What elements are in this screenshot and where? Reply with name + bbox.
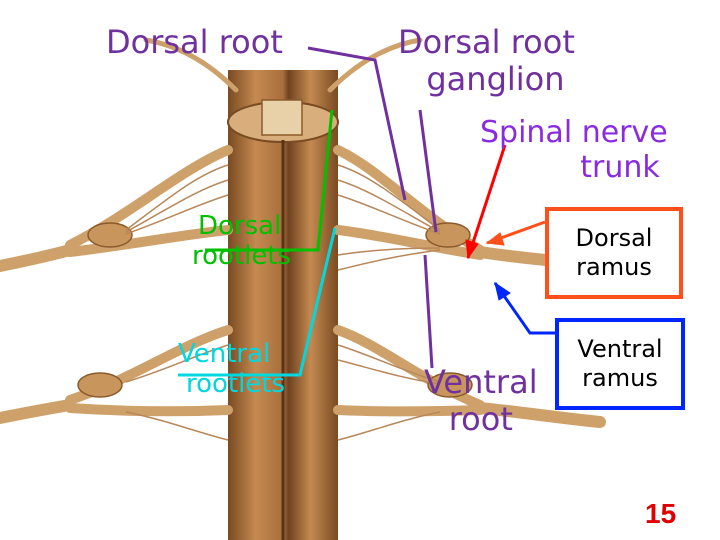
dorsal-rootlets-label: Dorsal rootlets	[192, 211, 292, 272]
dorsal-rootlets-line-2: rootlets	[192, 240, 292, 271]
ventral-rootlets-line-1: Ventral	[178, 339, 271, 369]
ganglion-leader	[418, 109, 438, 233]
ventral-rootlets-leader	[178, 227, 337, 377]
ventral-root-leader	[423, 254, 434, 369]
ventral-ramus-line-2: ramus	[582, 364, 658, 392]
upper-nerve-roots	[0, 37, 616, 272]
ventral-ramus-box: Ventral ramus	[555, 318, 685, 410]
ventral-rootlets-label: Ventral rootlets	[178, 339, 286, 400]
ventral-root-label: Ventral root	[424, 364, 538, 438]
dorsal-rootlets-line-1: Dorsal	[198, 211, 282, 241]
dorsal-root-ganglion-line-2: ganglion	[426, 59, 565, 98]
dorsal-root-leader	[307, 46, 407, 201]
dorsal-ramus-line-2: ramus	[576, 253, 652, 281]
spinal-nerve-trunk-line-1: Spinal nerve	[480, 115, 668, 150]
spinal-nerve-trunk-arrow	[466, 144, 507, 259]
ventral-rootlets-line-2: rootlets	[186, 368, 286, 399]
spinal-nerve-trunk-line-2: trunk	[580, 149, 660, 185]
leader-lines	[178, 46, 555, 377]
ventral-ramus-arrow	[493, 282, 555, 335]
upper-ganglia	[87, 222, 471, 248]
slide-number: 15	[645, 498, 677, 529]
dorsal-ramus-box: Dorsal ramus	[545, 207, 683, 299]
dorsal-root-ganglion-line-1: Dorsal root	[398, 23, 575, 61]
dorsal-root-label: Dorsal root	[106, 23, 283, 61]
dorsal-ramus-line-1: Dorsal	[575, 224, 653, 253]
ventral-root-line-1: Ventral	[424, 363, 538, 401]
dorsal-rootlets-leader	[205, 109, 334, 252]
ventral-root-line-2: root	[448, 399, 513, 438]
dorsal-root-ganglion-label: Dorsal root ganglion	[398, 24, 575, 98]
rootlet-fans	[125, 164, 441, 441]
lower-ganglia	[77, 372, 473, 398]
spinal-nerve-trunk-label: Spinal nerve trunk	[480, 115, 668, 185]
spinal-cord	[227, 70, 339, 540]
ventral-ramus-line-1: Ventral	[577, 335, 663, 364]
